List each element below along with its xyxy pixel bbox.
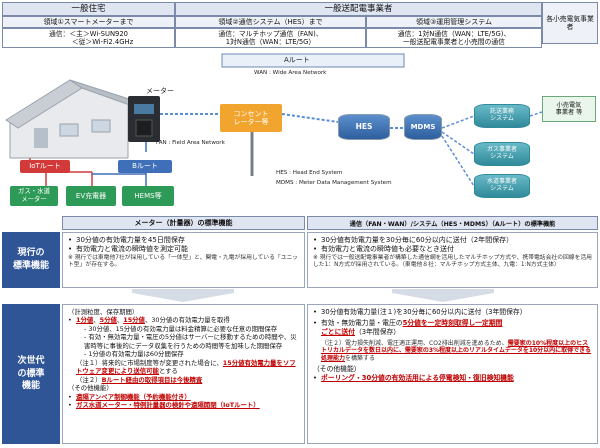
- note-text: （注１）将来的に市場制度等が変更された場合に、: [76, 358, 223, 367]
- other-function-text: 遠隔アンペア制御機能（予約機能付き）: [76, 392, 191, 401]
- other-function-text: ポーリング・30分値の有効活用による停電検知・復旧検知機能: [321, 374, 514, 383]
- detail-text: 30分値、15分値の有効電力量は料金精算に必要な任意の期間保存: [88, 324, 278, 333]
- item-text: 有効・無効電力量・電圧の: [321, 319, 403, 328]
- domain1-title: 領域①スマートメーターまで: [2, 16, 175, 28]
- next-meter-note1: （注１）将来的に市場制度等が変更された場合に、15分値有効電力量をソフトウェア変…: [68, 359, 299, 376]
- next-comm-item2: •有効・無効電力量・電圧の5分値を一定時刻取得し一定期間ごとに送付（3年間保存）: [313, 319, 503, 337]
- item-highlight: 5分値を一定時刻取得し一定期間: [402, 319, 503, 328]
- note-highlight: 15分値有効電力量をソフトウェア変更により送信可能: [76, 358, 296, 376]
- domain1-line1: 通信：＜主＞Wi-SUN920: [48, 29, 129, 38]
- gas-water-meter-box: ガス・水道 メーター: [10, 186, 58, 206]
- next-meter-detail2: - 有効・無効電力量・電圧の5分値はサーバーに移動するための時間や、災害時等に事…: [84, 333, 297, 350]
- note-highlight: Bルート経由の取得項目は今後精査: [101, 375, 203, 384]
- current-comm-item1: 30分値有効電力量を30分毎に60分以内に送付（2年間保存）: [313, 236, 592, 246]
- next-meter-detail3: - 1分値の有効電力量は60分間保存: [84, 350, 184, 359]
- next-comm-note2: （注２）電力損失削減、電圧適正運用、CO2排出削減を進めるため、需要家の10%程…: [313, 340, 592, 363]
- item-text: （3年間保存）: [354, 328, 401, 337]
- hes-definition: HES : Head End System: [276, 170, 343, 176]
- domain2-title: 領域②通信システム（HES）まで: [175, 16, 366, 28]
- next-meter-note2: （注２）Bルート経由の取得項目は今後精査: [68, 376, 299, 384]
- next-meter-item1: • 1分値、5分値、15分値、30分値の有効電力量を取得: [68, 316, 230, 325]
- separator: 、: [93, 316, 100, 325]
- current-meter-item2: 有効電力と電流の瞬時値を測定可能: [68, 245, 299, 255]
- col-head-comm: 通信（FAN・WAN）/システム（HES・MDMS）（Aルート）の標準機能: [307, 216, 598, 230]
- a-route-label: Aルート: [284, 56, 310, 64]
- current-meter-cell: 30分値の有効電力量を45日間保存 有効電力と電流の瞬時値を測定可能 ※ 現行で…: [62, 232, 305, 288]
- note-text: （注２）: [76, 375, 102, 384]
- mdms-server: MDMS: [404, 114, 442, 140]
- separator: 、: [116, 316, 124, 325]
- next-meter-other2: •ガス水道メーター・特例計量器の検針や遠隔開閉（IoTルート）: [68, 400, 260, 409]
- next-meter-other1: •遠隔アンペア制御機能（予約機能付き）: [68, 392, 191, 401]
- next-meter-other: （その他機能）: [68, 384, 113, 393]
- down-arrow-icon: [132, 289, 234, 302]
- domain2-line2: 1対N通信（WAN：LTE/5G）: [225, 38, 316, 46]
- row-head-current: 現行の 標準機能: [2, 232, 60, 288]
- small-retailer-box: 小売電気 事業者 等: [542, 96, 596, 122]
- five-minute-value: 5分値: [99, 316, 117, 325]
- domain3-line1: 通信：1対N通信（WAN：LTE/5G)、: [397, 29, 511, 38]
- row-head-next: 次世代 の標準 機能: [2, 304, 60, 444]
- next-meter-detail1: - 30分値、15分値の有効電力量は料金精算に必要な任意の期間保存: [84, 324, 278, 333]
- gas-operator-system: ガス事業者 システム: [474, 142, 530, 166]
- hes-server: HES: [338, 114, 390, 140]
- current-comm-note: ※ 現行では一般送配電事業者が構築した通信網を活用したマルチホップ方式や、携帯電…: [313, 254, 592, 269]
- hems-box: HEMS等: [122, 186, 174, 206]
- next-comm-cell: •30分値有効電力量(注１)を30分毎に60分以内に送付（3年間保存） •有効・…: [307, 304, 598, 444]
- other-function-text: ガス水道メーター・特例計量器の検針や遠隔開閉（IoTルート）: [76, 400, 260, 409]
- wholesale-system: 託送業務 システム: [474, 104, 530, 128]
- item-text: 30分値有効電力量(注１)を30分毎に60分以内に送付（3年間保存）: [321, 308, 527, 316]
- house-icon: [5, 79, 140, 159]
- next-meter-cell: （計測粒度、保存期間） • 1分値、5分値、15分値、30分値の有効電力量を取得…: [62, 304, 305, 444]
- meter-label: メーター: [146, 87, 174, 95]
- col-head-meter: メーター（計量器）の標準機能: [62, 216, 305, 230]
- header-household: 一般住宅: [2, 2, 175, 16]
- header-retailer: 一般送配電事業者: [175, 2, 542, 16]
- note-text: を構築する: [345, 355, 376, 363]
- ev-charger-box: EV充電器: [66, 186, 116, 206]
- current-meter-item1: 30分値の有効電力量を45日間保存: [68, 236, 299, 246]
- domain3-line2: 一般送配電事業者と小売間の通信: [403, 38, 505, 46]
- fifteen-minute-value: 15分値: [123, 316, 145, 325]
- note-highlight: 需要家の10%程度以上のヒストリカルデータを数日以内に、需要家の3%程度以上のリ…: [321, 339, 592, 363]
- header-small-retailer: 各小売電気事業者: [542, 2, 598, 44]
- iot-route-box: IoTルート: [20, 160, 70, 173]
- detail-text: 1分値の有効電力量は60分間保存: [88, 350, 184, 359]
- water-operator-system: 水道事業者 システム: [474, 174, 530, 198]
- network-diagram: [5, 53, 543, 187]
- item-highlight: ごとに送付: [321, 328, 355, 337]
- current-comm-cell: 30分値有効電力量を30分毎に60分以内に送付（2年間保存） 有効電力と電流の瞬…: [307, 232, 598, 288]
- smart-meter-icon: [128, 96, 160, 142]
- next-meter-item1-text: 、30分値の有効電力量を取得: [144, 316, 230, 325]
- current-meter-note: ※ 現行では東電他7社が採用している「一体型」と、関電・九電が採用している「ユニ…: [68, 254, 299, 269]
- domain3-body: 通信：1対N通信（WAN：LTE/5G)、 一般送配電事業者と小売間の通信: [366, 28, 542, 48]
- domain3-title: 領域③運用管理システム: [366, 16, 542, 28]
- domain2-line1: 通信：マルチホップ通信（FAN)、: [218, 29, 323, 38]
- mdms-definition: MDMS : Meter Data Management System: [276, 180, 392, 186]
- next-comm-other1: •ポーリング・30分値の有効活用による停電検知・復旧検知機能: [313, 374, 514, 383]
- b-route-box: Bルート: [118, 160, 172, 173]
- current-comm-item2: 有効電力と電流の瞬時値も必要なとき送付: [313, 245, 592, 255]
- detail-text: 有効・無効電力量・電圧の5分値はサーバーに移動するための時間や、災害時等に事後的…: [84, 333, 297, 350]
- fan-label: FAN : Field Area Network: [156, 140, 225, 146]
- domain1-line2: ＜従＞Wi-Fi2.4GHz: [71, 38, 134, 46]
- domain1-body: 通信：＜主＞Wi-SUN920 ＜従＞Wi-Fi2.4GHz: [2, 28, 175, 48]
- domain2-body: 通信：マルチホップ通信（FAN)、 1対N通信（WAN：LTE/5G）: [175, 28, 366, 48]
- note-text: （注２）電力損失削減、電圧適正運用、CO2排出削減を進めるため、: [321, 339, 508, 347]
- next-comm-other: （その他機能）: [313, 364, 361, 373]
- concentrator-box: コンセント レーター等: [220, 104, 282, 132]
- wan-label: WAN : Wide Area Network: [254, 70, 327, 76]
- down-arrow-icon: [392, 289, 494, 302]
- note-text: とする: [158, 367, 178, 376]
- one-minute-value: 1分値: [76, 316, 94, 325]
- next-meter-intro: （計測粒度、保存期間）: [68, 308, 139, 316]
- transition-arrows: [132, 289, 494, 302]
- next-comm-item1: •30分値有効電力量(注１)を30分毎に60分以内に送付（3年間保存）: [313, 308, 527, 316]
